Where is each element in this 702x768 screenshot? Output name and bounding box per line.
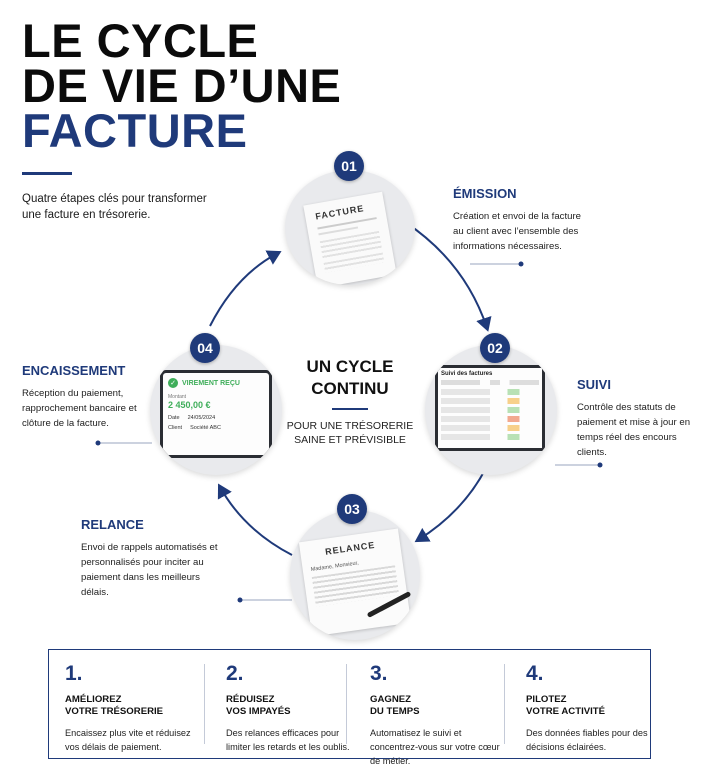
- amount-label: Montant: [168, 394, 187, 400]
- benefit-2-description: Des relances efficaces pour limiter les …: [226, 728, 350, 752]
- benefit-4-number: 4.: [526, 662, 544, 685]
- center-subtitle: POUR UNE TRÉSORERIE SAINE ET PRÉVISIBLE: [270, 419, 430, 447]
- benefit-4-title-line-2: VOTRE ACTIVITÉ: [526, 706, 606, 717]
- benefit-3-title: GAGNEZ DU TEMPS: [370, 694, 500, 718]
- step-04-description: Réception du paiement, rapprochement ban…: [22, 388, 137, 429]
- step-01-description: Création et envoi de la facture au clien…: [453, 211, 581, 252]
- title-line-1: LE CYCLE: [22, 14, 259, 67]
- center-subtitle-line-2: SAINE ET PRÉVISIBLE: [294, 434, 406, 446]
- benefit-divider: [504, 664, 505, 744]
- benefit-1-number: 1.: [65, 662, 83, 685]
- page-subtitle: Quatre étapes clés pour transformer une …: [22, 193, 207, 221]
- payment-status: VIREMENT REÇU: [182, 379, 240, 387]
- reminder-label: RELANCE: [324, 539, 376, 557]
- benefit-2-title: RÉDUISEZ VOS IMPAYÉS: [226, 694, 356, 718]
- benefit-4-title: PILOTEZ VOTRE ACTIVITÉ: [526, 694, 656, 718]
- benefit-3-description: Automatisez le suivi et concentrez-vous …: [370, 728, 500, 766]
- benefit-2-title-line-1: RÉDUISEZ: [226, 694, 275, 705]
- center-title: UN CYCLE CONTINU: [270, 356, 430, 400]
- reminder-letter-image: RELANCE Madame, Monsieur,: [290, 510, 420, 640]
- title-line-2: DE VIE D’UNE: [22, 59, 342, 112]
- benefit-2-title-line-2: VOS IMPAYÉS: [226, 706, 291, 717]
- benefit-3-title-line-2: DU TEMPS: [370, 706, 420, 717]
- center-subtitle-line-1: POUR UNE TRÉSORERIE: [286, 420, 414, 432]
- arrow-01-to-02: [404, 221, 492, 332]
- benefit-divider: [204, 664, 205, 744]
- step-badge-01: 01: [334, 151, 364, 181]
- benefit-2: 2. RÉDUISEZ VOS IMPAYÉS Des relances eff…: [226, 662, 356, 754]
- date-label: Date: [168, 415, 180, 421]
- center-title-line-2: CONTINU: [311, 379, 389, 398]
- benefit-3-title-line-1: GAGNEZ: [370, 694, 412, 705]
- client-value: Société ABC: [190, 425, 221, 431]
- center-title-line-1: UN CYCLE: [306, 357, 394, 376]
- arrow-03-to-04: [217, 483, 293, 556]
- benefit-4: 4. PILOTEZ VOTRE ACTIVITÉ Des données fi…: [526, 662, 656, 754]
- benefit-2-number: 2.: [226, 662, 244, 685]
- benefit-1-title-line-2: VOTRE TRÉSORERIE: [65, 706, 164, 717]
- benefit-1-description: Encaissez plus vite et réduisez vos déla…: [65, 728, 191, 752]
- date-value: 24/05/2024: [187, 415, 216, 421]
- center-underline: [332, 408, 368, 410]
- title-underline: [22, 172, 72, 175]
- check-icon: ✓: [168, 378, 178, 388]
- step-badge-02: 02: [480, 333, 510, 363]
- arrow-04-to-01: [209, 250, 282, 327]
- benefits-box: 1. AMÉLIOREZ VOTRE TRÉSORERIE Encaissez …: [48, 649, 651, 766]
- payment-received-image: ✓ VIREMENT REÇU Montant 2 450,00 € Date …: [150, 345, 282, 475]
- invoice-image: FACTURE: [285, 170, 415, 285]
- step-03-title: RELANCE: [81, 517, 144, 532]
- step-badge-04: 04: [190, 333, 220, 363]
- step-02-description: Contrôle des statuts de paiement et mise…: [577, 402, 691, 458]
- step-02-title: SUIVI: [577, 377, 611, 392]
- step-04-title: ENCAISSEMENT: [22, 363, 126, 378]
- title-line-3: FACTURE: [22, 104, 248, 157]
- benefit-1-title: AMÉLIOREZ VOTRE TRÉSORERIE: [65, 694, 195, 718]
- arrow-02-to-03: [414, 467, 487, 543]
- tracking-screen-image: Suivi des factures: [425, 345, 557, 475]
- page-title: LE CYCLE DE VIE D’UNE FACTURE: [22, 14, 342, 157]
- step-03-description: Envoi de rappels automatisés et personna…: [81, 542, 218, 598]
- tracking-label: Suivi des factures: [441, 371, 493, 377]
- benefit-3: 3. GAGNEZ DU TEMPS Automatisez le suivi …: [370, 662, 500, 768]
- benefit-4-title-line-1: PILOTEZ: [526, 694, 567, 705]
- step-03-block: RELANCE Envoi de rappels automatisés et …: [81, 517, 221, 600]
- client-label: Client: [168, 425, 183, 431]
- step-badge-03: 03: [337, 494, 367, 524]
- step-02-block: SUIVI Contrôle des statuts de paiement e…: [577, 377, 699, 460]
- benefit-1: 1. AMÉLIOREZ VOTRE TRÉSORERIE Encaissez …: [65, 662, 195, 754]
- benefit-4-description: Des données fiables pour des décisions é…: [526, 728, 648, 752]
- step-01-title: ÉMISSION: [453, 186, 517, 201]
- step-04-block: ENCAISSEMENT Réception du paiement, rapp…: [22, 363, 156, 431]
- amount-value: 2 450,00 €: [168, 400, 211, 410]
- benefit-3-number: 3.: [370, 662, 388, 685]
- benefit-divider: [346, 664, 347, 744]
- step-01-block: ÉMISSION Création et envoi de la facture…: [453, 186, 593, 254]
- benefit-1-title-line-1: AMÉLIOREZ: [65, 694, 122, 705]
